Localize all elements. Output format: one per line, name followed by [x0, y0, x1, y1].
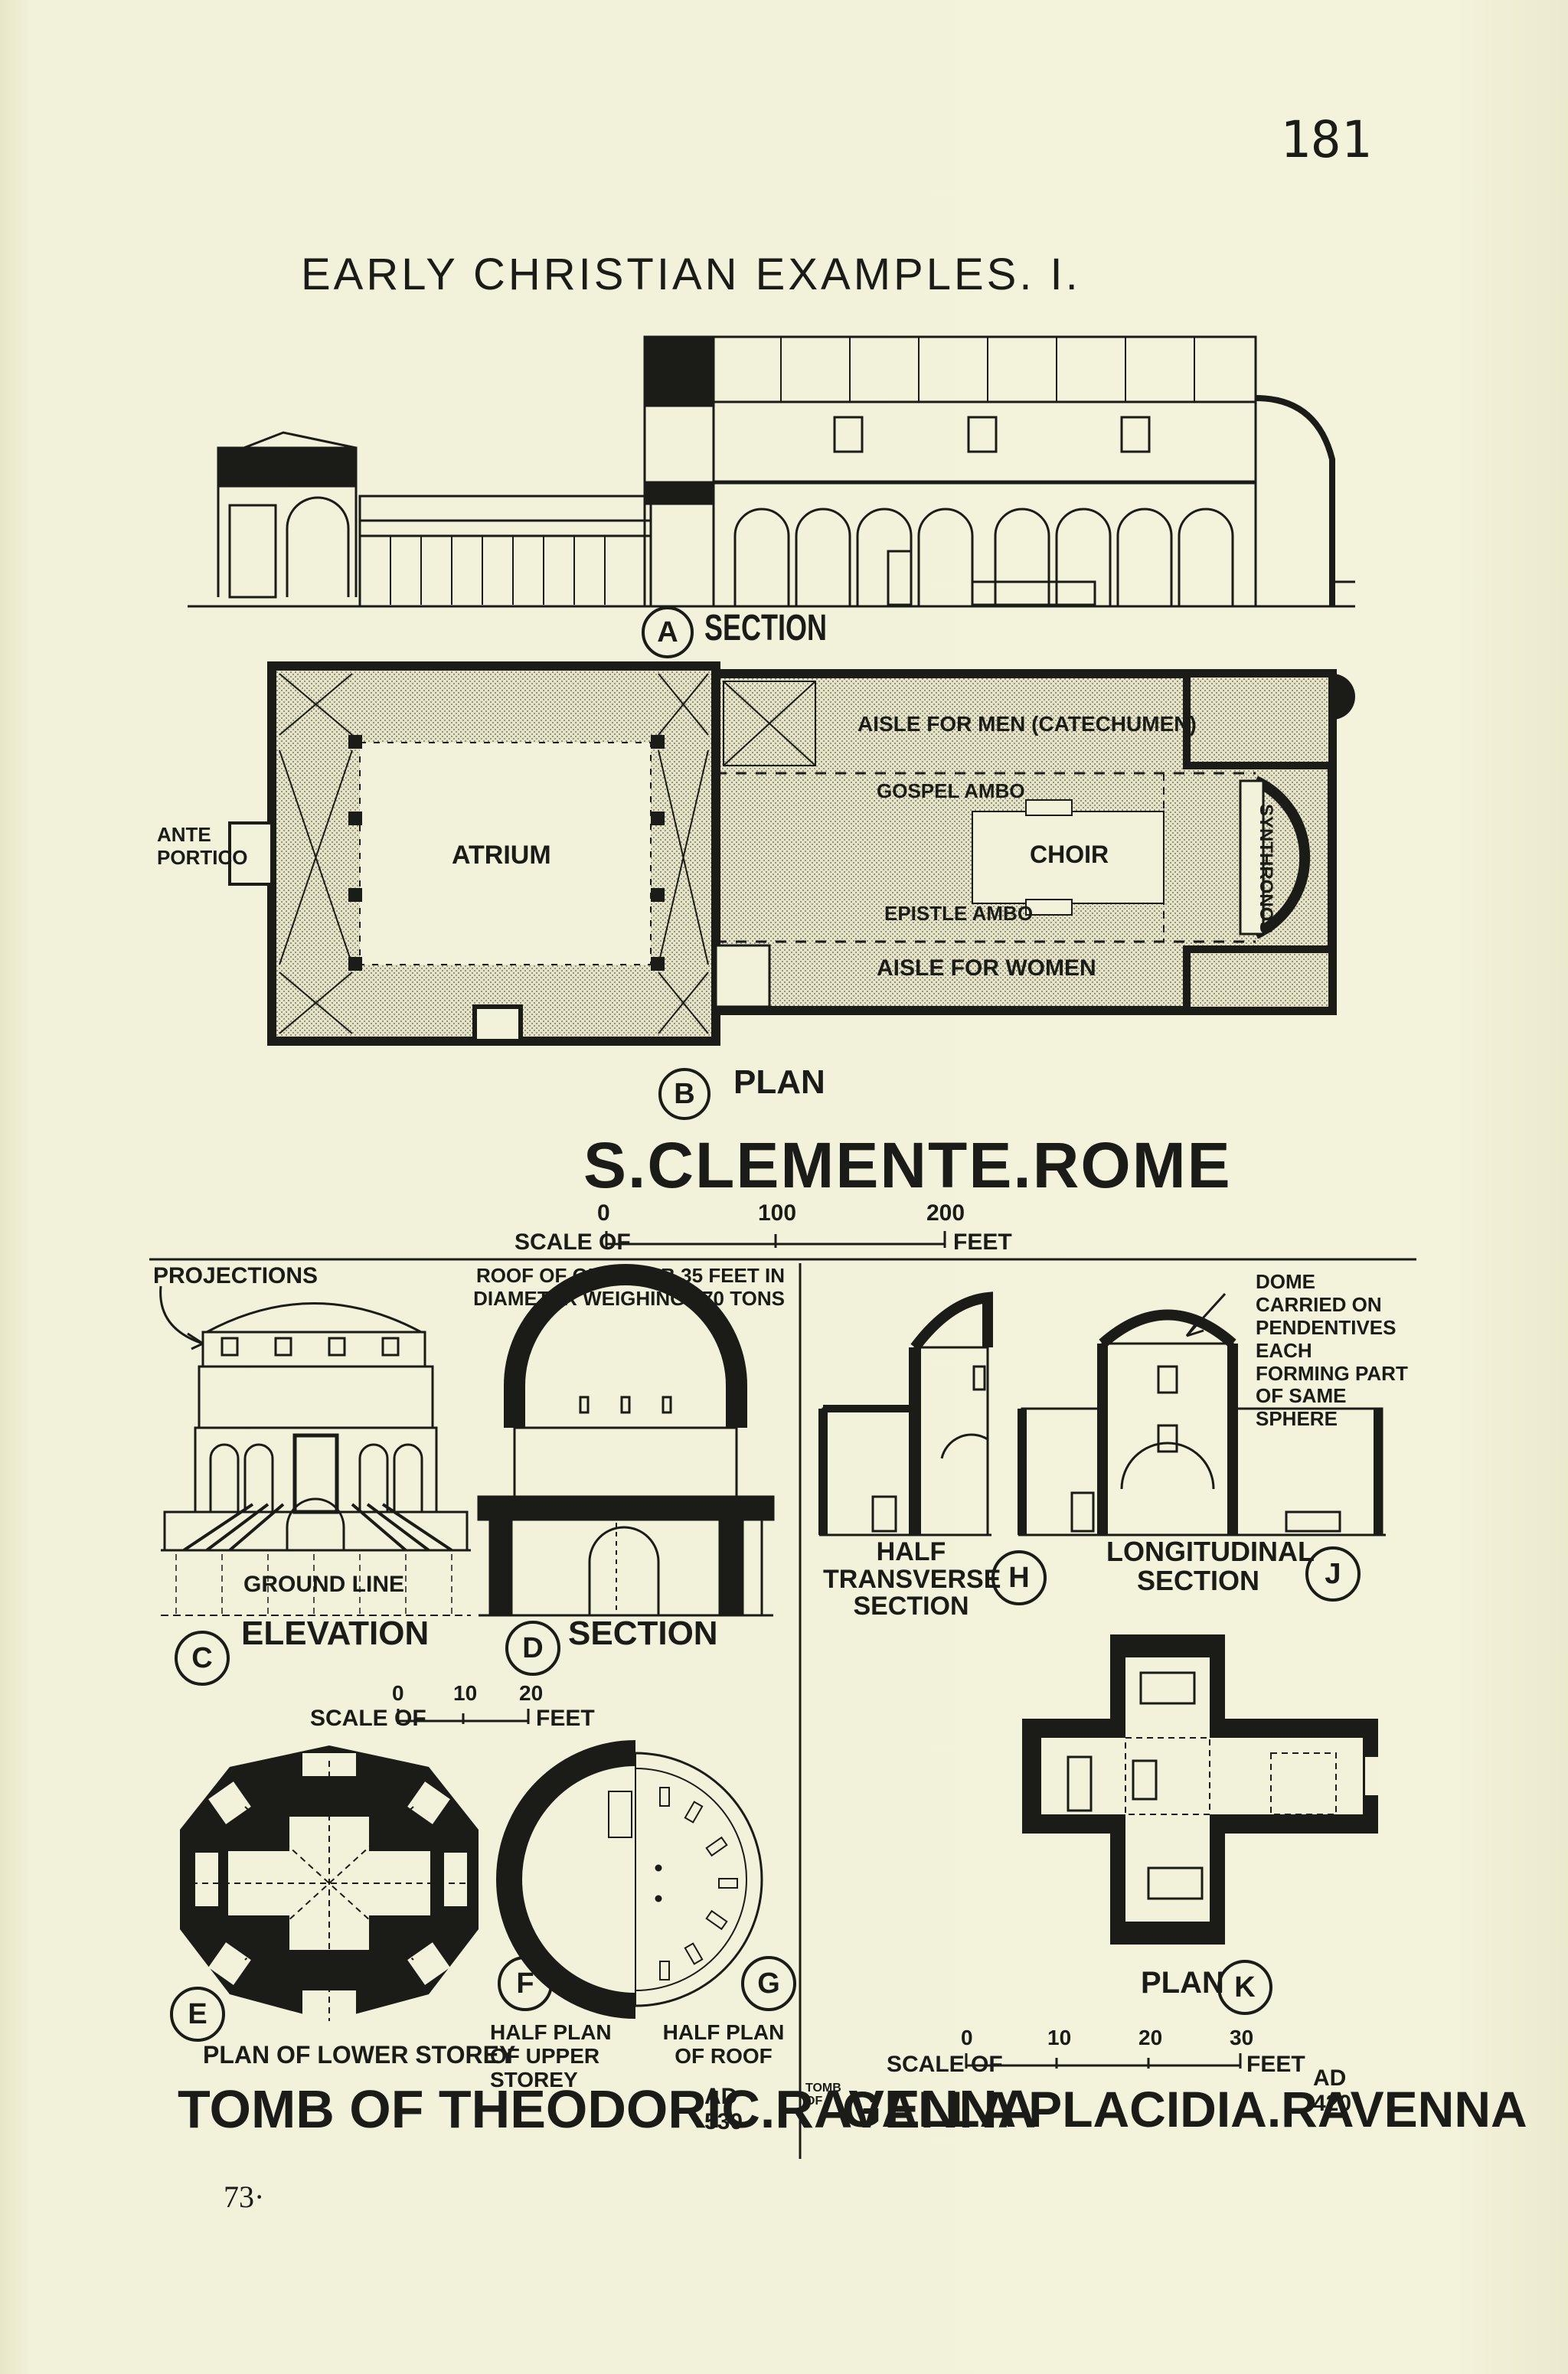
page-reference-number: 181 [1280, 110, 1372, 169]
clemente-section-label: SECTION [704, 608, 828, 648]
half-plan-roof-label: HALF PLAN OF ROOF [662, 2020, 785, 2068]
label-circle-a: A [642, 606, 694, 658]
theodoric-elevation-drawing [161, 1302, 471, 1616]
label-circle-g: G [741, 1956, 796, 2011]
galla-date: AD 420 [1313, 2065, 1352, 2116]
galla-scale-tick-0: 0 [961, 2026, 973, 2049]
theodoric-scale-label: SCALE OF [310, 1706, 426, 1731]
label-circle-d: D [505, 1621, 560, 1676]
ground-line-label: GROUND LINE [243, 1572, 404, 1597]
galla-scale-tick-10: 10 [1047, 2026, 1072, 2049]
label-circle-e: E [170, 1987, 225, 2042]
galla-scale-bar [965, 2053, 1242, 2069]
label-circle-f: F [498, 1956, 553, 2011]
theodoric-date: AD 530 [704, 2084, 743, 2134]
galla-tomb-of-label: TOMB OF [805, 2082, 841, 2108]
aisle-men-label: AISLE FOR MEN (CATECHUMEN) [858, 712, 1197, 736]
clemente-plan-drawing [228, 661, 1355, 1046]
galla-scale-label: SCALE OF [887, 2052, 1003, 2077]
clemente-scale-unit: FEET [953, 1229, 1012, 1255]
choir-label: CHOIR [1030, 841, 1109, 868]
elevation-label: ELEVATION [241, 1615, 430, 1652]
theodoric-scale-tick-0: 0 [392, 1681, 404, 1705]
galla-plan-drawing [1022, 1634, 1380, 1945]
clemente-title: S.CLEMENTE.ROME [583, 1129, 1232, 1201]
label-circle-h: H [991, 1550, 1047, 1605]
ante-portico-label: ANTE PORTICO [157, 823, 248, 869]
clemente-scale-label: SCALE OF [514, 1229, 631, 1255]
half-transverse-section-label: HALF TRANSVERSE SECTION [823, 1537, 1001, 1621]
longitudinal-section-label: LONGITUDINAL SECTION [1106, 1536, 1315, 1596]
clemente-scale-bar [605, 1231, 946, 1248]
atrium-label: ATRIUM [452, 841, 551, 870]
theodoric-scale-tick-10: 10 [453, 1681, 478, 1705]
theodoric-title: TOMB OF THEODORIC.RAVENNA [178, 2079, 1037, 2139]
galla-title: GALLA PLACIDIA.RAVENNA [842, 2081, 1527, 2137]
half-plan-upper-label: HALF PLAN OF UPPER STOREY [490, 2020, 612, 2092]
clemente-scale-tick-200: 200 [926, 1200, 965, 1226]
galla-scale-tick-30: 30 [1230, 2026, 1254, 2049]
page-number: 73· [224, 2180, 265, 2214]
theodoric-section-label: SECTION [568, 1615, 718, 1652]
dome-pendentives-note: DOME CARRIED ON PENDENTIVES EACH FORMING… [1256, 1270, 1408, 1431]
plan-lower-storey-label: PLAN OF LOWER STOREY [203, 2041, 516, 2069]
label-circle-j: J [1305, 1546, 1361, 1602]
label-circle-k: K [1217, 1960, 1272, 2015]
clemente-plan-label: PLAN [733, 1063, 825, 1101]
theodoric-scale-bar [397, 1709, 530, 1724]
theodoric-half-plans-drawing [496, 1740, 763, 2019]
galla-scale-tick-20: 20 [1138, 2026, 1163, 2049]
clemente-scale-tick-0: 0 [597, 1200, 610, 1226]
galla-scale-unit: FEET [1246, 2052, 1305, 2077]
label-circle-b: B [658, 1068, 710, 1120]
theodoric-plan-lower-drawing [180, 1745, 479, 2021]
projections-label: PROJECTIONS [153, 1263, 318, 1288]
epistle-ambo-label: EPISTLE AMBO [884, 902, 1034, 925]
clemente-section-drawing [188, 335, 1355, 608]
gospel-ambo-label: GOSPEL AMBO [877, 779, 1025, 802]
theodoric-scale-unit: FEET [536, 1706, 595, 1731]
page-title: EARLY CHRISTIAN EXAMPLES. I. [301, 250, 1081, 299]
synthronos-label: SYNTHRONOS [1256, 804, 1276, 934]
galla-longitudinal-section-drawing [1018, 1292, 1386, 1536]
galla-plan-label: PLAN [1141, 1966, 1224, 2000]
label-circle-c: C [175, 1631, 230, 1686]
roof-slab-note: ROOF OF ONE SLAB 35 FEET IN DIAMETER WEI… [473, 1264, 785, 1310]
theodoric-section-drawing [477, 1264, 775, 1617]
galla-transverse-section-drawing [818, 1291, 993, 1536]
theodoric-scale-tick-20: 20 [519, 1681, 544, 1705]
clemente-scale-tick-100: 100 [758, 1200, 797, 1226]
aisle-women-label: AISLE FOR WOMEN [877, 955, 1096, 981]
